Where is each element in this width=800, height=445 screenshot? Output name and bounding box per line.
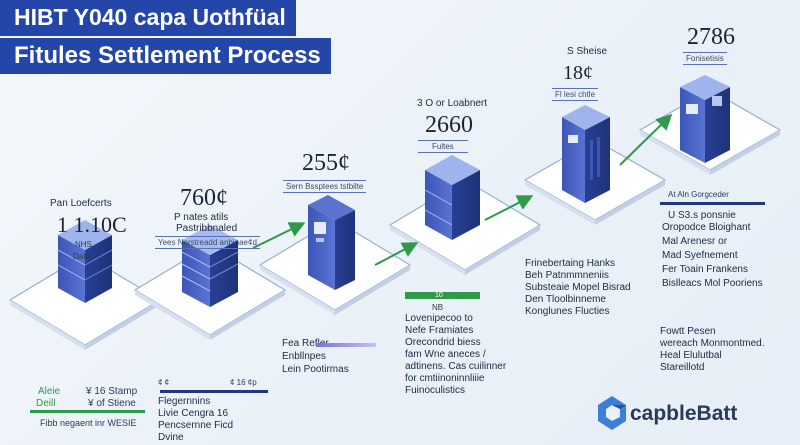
col2-l4: Dvine xyxy=(158,432,184,443)
stage-1-value: 1 1.10C xyxy=(57,212,127,237)
arrow-5-6 xyxy=(619,113,673,166)
col6-l3: Mal Arenesr or xyxy=(662,236,728,247)
col5-l2: Beh Patnmmneniis xyxy=(525,270,609,281)
col4-l2: Nefe Framiates xyxy=(405,325,474,336)
stage-2-sub2: Pastribbnaled xyxy=(176,223,238,234)
note-green-bar xyxy=(30,410,145,413)
stage-1-sub1: NHS xyxy=(75,240,92,249)
col6-bar xyxy=(660,202,765,205)
col4-l4: fam Wne aneces / xyxy=(405,349,486,360)
col2-head2: ¢ 16 ¢p xyxy=(230,378,257,387)
col4-l6: for cmtiinoninnliiie xyxy=(405,373,485,384)
col2-l2: Livie Cengra 16 xyxy=(158,408,229,419)
note-green-l3: ¥ 16 Stamp xyxy=(86,386,138,397)
stage-2-sub1: P nates atils xyxy=(174,212,229,223)
stage-3-value: 255¢ xyxy=(302,150,350,176)
note-green-l2: Deill xyxy=(36,398,56,409)
stage-4-label: 3 O or Loabnert xyxy=(417,98,488,109)
stage-3-sub1: Sern Bssptees tstbilte xyxy=(283,180,367,193)
note-green-l1: Aleie xyxy=(38,386,61,397)
title-line-1: HIBT Y040 capa Uothfüal xyxy=(0,0,296,36)
note-footer: Fibb negaent inr WESIE xyxy=(40,418,137,428)
col4-green-bar xyxy=(405,292,480,299)
building-1 xyxy=(57,220,113,303)
arrow-3-4 xyxy=(374,242,419,266)
col7-l3: Heal Elulutbal xyxy=(660,350,722,361)
col7-l4: Stareillotd xyxy=(660,362,705,373)
col6-head: At Aln Gorgceder xyxy=(668,190,729,199)
col2-l1: Flegernnins xyxy=(158,396,211,407)
stage-4-sub1: Fultes xyxy=(418,140,468,153)
col5-l1: Frinebertaing Hanks xyxy=(525,258,616,269)
col5-l3: Substeaie Mopel Bisrad xyxy=(525,282,631,293)
col3-l3: Lein Pootirmas xyxy=(282,364,349,375)
col4-head: 10 xyxy=(435,292,443,299)
stage-2-sub3: Yees Nerstreadd anbinae¢d xyxy=(155,236,260,249)
stage-1-label: Pan Loefcerts xyxy=(50,198,112,209)
building-3 xyxy=(308,195,355,290)
col2-l3: Pencsernne Ficd xyxy=(158,420,234,431)
col6-l4: Mad Syefnement xyxy=(662,250,738,261)
building-2 xyxy=(181,225,239,307)
stage-1-sub2: Datls xyxy=(73,252,92,261)
col3-l2: Enbllnpes xyxy=(282,351,326,362)
stage-5-sub1: Fl lesi chtle xyxy=(552,88,599,101)
col2-bar xyxy=(160,390,268,393)
col3-l1: Fea Refler xyxy=(282,338,329,349)
col4-l1: Lovenipecoo to xyxy=(405,313,473,324)
col5-l5: Konglunes Flucties xyxy=(525,306,610,317)
col6-l2: Oropodce Bloighant xyxy=(662,222,751,233)
col4-l5: adtinens. Cas cuilinner xyxy=(405,361,507,372)
stage-2-value: 760¢ xyxy=(180,185,228,211)
col4-l7: Fuinoculistics xyxy=(405,385,466,396)
note-green-l4: ¥ of Stiene xyxy=(88,398,136,409)
stage-6-value: 2786 xyxy=(687,24,735,50)
col4-sub: NB xyxy=(432,303,444,312)
arrow-4-5 xyxy=(484,195,534,221)
col3-bar xyxy=(316,343,376,347)
title-line-2: Fitules Settlement Process xyxy=(0,38,331,74)
stage-5-label: S Sheise xyxy=(567,46,608,57)
col2-head1: ¢ ¢ xyxy=(158,378,170,387)
col5-l4: Den Tloolbinneme xyxy=(525,294,606,305)
col7-l2: wereach Monmontmed. xyxy=(660,338,765,349)
col6-l1: U S3.s ponsnie xyxy=(668,210,736,221)
building-6 xyxy=(680,75,730,163)
building-4 xyxy=(424,155,480,240)
stage-4-value: 2660 xyxy=(425,112,473,138)
stage-5-value: 18¢ xyxy=(563,62,593,84)
logo-text: capbleBatt xyxy=(630,402,738,425)
col6-l5: Fer Toain Frankens xyxy=(662,264,748,275)
col6-l6: Bislleacs Mol Pooriens xyxy=(662,278,763,289)
col7-l1: Fowtt Pesen xyxy=(660,326,716,337)
stage-6-sub1: Fonisetisis xyxy=(683,52,727,65)
building-5 xyxy=(562,105,610,203)
arrow-2-3 xyxy=(252,222,306,249)
col4-l3: Orecondrid biess xyxy=(405,337,481,348)
